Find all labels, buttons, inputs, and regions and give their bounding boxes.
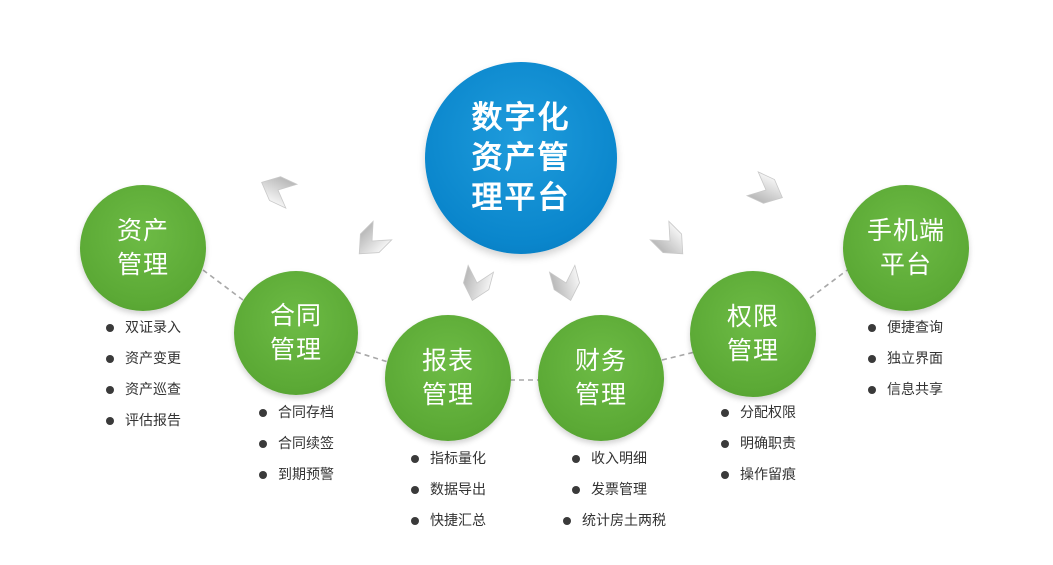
list-item: 操作留痕 xyxy=(721,460,796,491)
arrow-icon xyxy=(548,264,580,302)
center-title-line: 资产管 xyxy=(471,140,571,176)
asset-feature-list: 双证录入 资产变更 资产巡查 评估报告 xyxy=(106,313,181,437)
node-title-line: 管理 xyxy=(726,336,779,365)
mobile-feature-list: 便捷查询 独立界面 信息共享 xyxy=(868,313,943,406)
contract-feature-list: 合同存档 合同续签 到期预警 xyxy=(259,398,334,491)
list-item: 发票管理 xyxy=(572,475,666,506)
node-asset-management: 资产 管理 xyxy=(80,185,206,311)
finance-feature-list: 收入明细 发票管理 统计房土两税 xyxy=(563,444,666,537)
center-hub: 数字化 资产管 理平台 xyxy=(425,62,617,254)
arrow-icon xyxy=(649,220,684,255)
center-title-line: 数字化 xyxy=(471,100,571,136)
list-item: 信息共享 xyxy=(868,375,943,406)
list-item: 评估报告 xyxy=(106,406,181,437)
node-title-line: 管理 xyxy=(421,380,474,409)
connector-contract-report xyxy=(355,351,389,363)
list-item: 资产变更 xyxy=(106,344,181,375)
list-item: 收入明细 xyxy=(572,444,666,475)
arrow-icon xyxy=(261,176,299,209)
center-title-line: 理平台 xyxy=(471,180,571,216)
report-feature-list: 指标量化 数据导出 快捷汇总 xyxy=(411,444,486,537)
node-report-management: 报表 管理 xyxy=(385,315,511,441)
list-item: 便捷查询 xyxy=(868,313,943,344)
list-item: 合同存档 xyxy=(259,398,334,429)
node-title-line: 管理 xyxy=(269,335,322,364)
connector-asset-contract xyxy=(202,269,244,301)
node-mobile-platform: 手机端 平台 xyxy=(843,185,969,311)
connector-finance-permission xyxy=(661,351,696,361)
permission-feature-list: 分配权限 明确职责 操作留痕 xyxy=(721,398,796,491)
list-item: 到期预警 xyxy=(259,460,334,491)
list-item: 资产巡查 xyxy=(106,375,181,406)
list-item: 合同续签 xyxy=(259,429,334,460)
node-title-line: 管理 xyxy=(574,380,627,409)
node-title-line: 合同 xyxy=(269,301,322,330)
arrow-icon xyxy=(358,220,393,255)
connector-permission-mobile xyxy=(809,267,851,299)
node-title-line: 权限 xyxy=(726,302,779,331)
list-item: 明确职责 xyxy=(721,429,796,460)
node-title-line: 资产 xyxy=(116,216,169,245)
list-item: 分配权限 xyxy=(721,398,796,429)
node-contract-management: 合同 管理 xyxy=(234,271,358,395)
node-title-line: 报表 xyxy=(421,346,474,375)
node-finance-management: 财务 管理 xyxy=(538,315,664,441)
arrow-icon xyxy=(463,264,495,302)
list-item: 统计房土两税 xyxy=(563,506,666,537)
list-item: 独立界面 xyxy=(868,344,943,375)
arrow-icon xyxy=(745,171,783,204)
list-item: 快捷汇总 xyxy=(411,506,486,537)
list-item: 指标量化 xyxy=(411,444,486,475)
node-title-line: 平台 xyxy=(879,250,932,279)
node-title-line: 手机端 xyxy=(866,216,945,245)
node-permission-management: 权限 管理 xyxy=(690,271,816,397)
node-title-line: 财务 xyxy=(574,346,627,375)
list-item: 数据导出 xyxy=(411,475,486,506)
node-title-line: 管理 xyxy=(116,250,169,279)
list-item: 双证录入 xyxy=(106,313,181,344)
